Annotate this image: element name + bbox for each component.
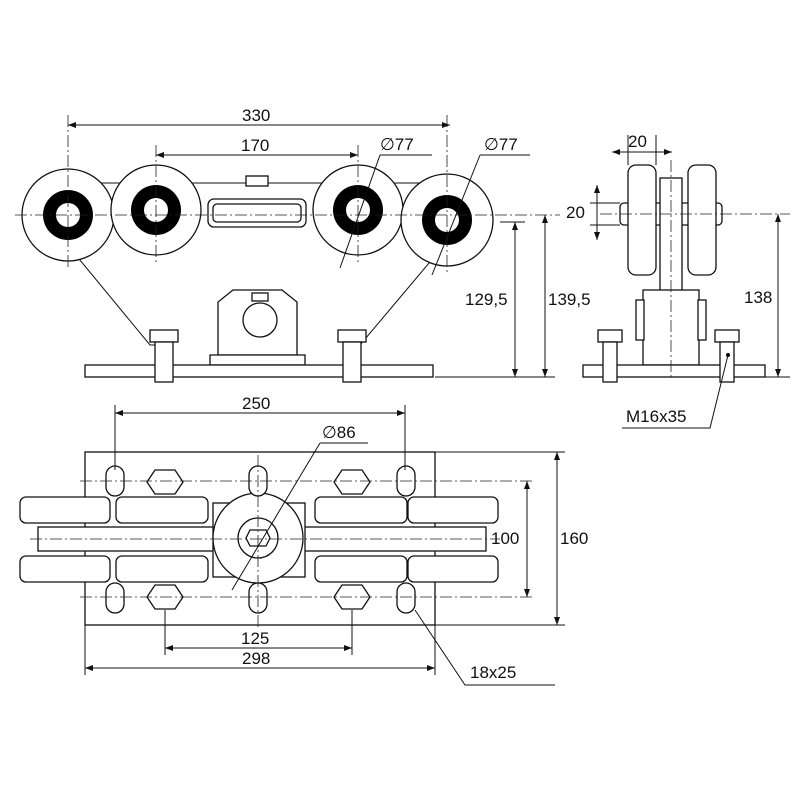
roller-row-bottom [19, 555, 499, 583]
roller-row-top [19, 496, 499, 524]
slot-label: 18x25 [470, 663, 516, 682]
dim-disc-dia: ∅86 [322, 423, 356, 442]
dim-298: 298 [242, 649, 270, 668]
dim-160: 160 [560, 529, 588, 548]
dim-129-5: 129,5 [465, 290, 508, 309]
dim-330: 330 [242, 106, 270, 125]
dim-20-left: 20 [566, 203, 585, 222]
dim-wheel-dia-2: ∅77 [484, 135, 518, 154]
dim-250: 250 [242, 394, 270, 413]
dim-100: 100 [491, 529, 519, 548]
dim-125: 125 [241, 629, 269, 648]
dim-138: 138 [744, 288, 772, 307]
dim-wheel-dia-1: ∅77 [380, 135, 414, 154]
dim-139-5: 139,5 [548, 290, 591, 309]
top-view: 250 ∅86 100 160 125 298 18x25 [19, 394, 588, 686]
dim-20-top: 20 [628, 132, 647, 151]
front-view: 330 170 ∅77 ∅77 129,5 139,5 [15, 106, 591, 383]
side-view: 20 20 138 M16x35 [566, 132, 790, 429]
dim-170: 170 [241, 136, 269, 155]
bolt-label: M16x35 [626, 407, 686, 426]
bolt-heads [146, 469, 371, 610]
